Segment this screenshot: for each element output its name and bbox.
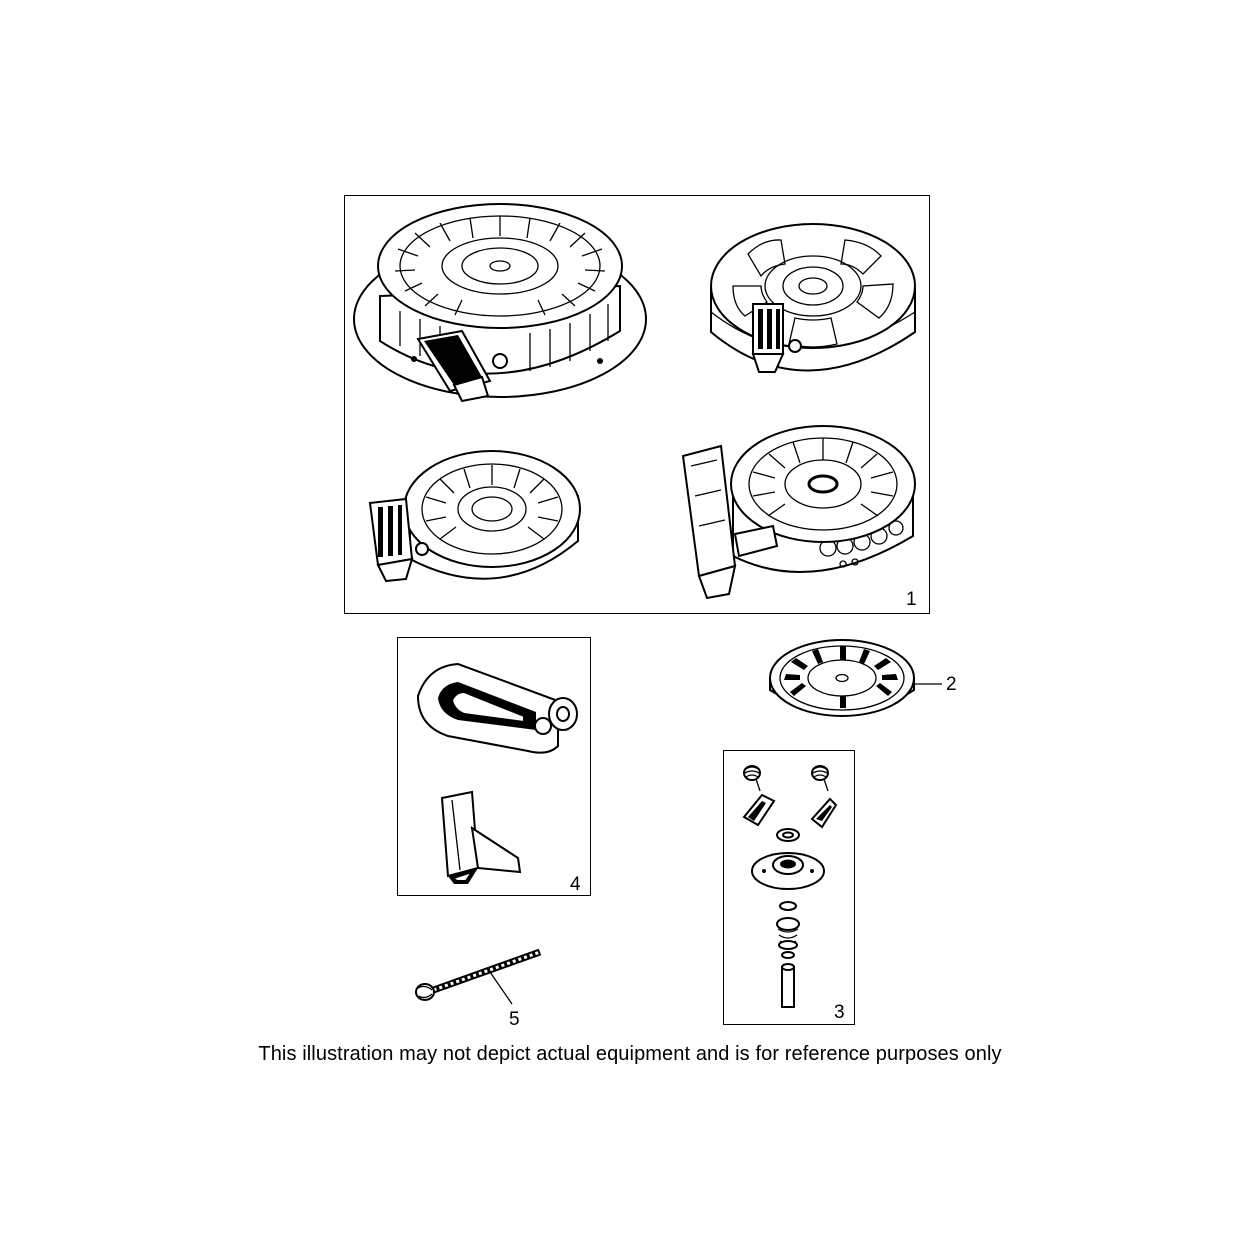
part-1-number: 1 [906,589,917,610]
part-5-number: 5 [509,1009,520,1030]
part-2-number: 2 [946,674,957,695]
part-2-leader-line [912,683,942,685]
starter-grip-icon [440,790,522,884]
starter-rope-icon [415,948,542,1005]
recoil-starter-spoked-icon [710,223,916,373]
part-1-panel: 1 [344,195,930,614]
part-4-number: 4 [570,874,581,895]
disclaimer-text: This illustration may not depict actual … [258,1043,1002,1065]
part-4-panel: 4 [397,637,591,896]
spring-icon [743,765,829,792]
recoil-starter-vented-icon [681,425,916,600]
part-3-number: 3 [834,1002,845,1023]
part-3-panel: 3 [723,750,855,1025]
pulley-icon [769,639,915,717]
pawl-spring-kit-icon [742,765,838,1008]
starter-handle-icon [416,662,578,754]
recoil-starter-low-profile-icon [368,450,581,583]
recoil-starter-with-flange-icon [353,203,647,403]
